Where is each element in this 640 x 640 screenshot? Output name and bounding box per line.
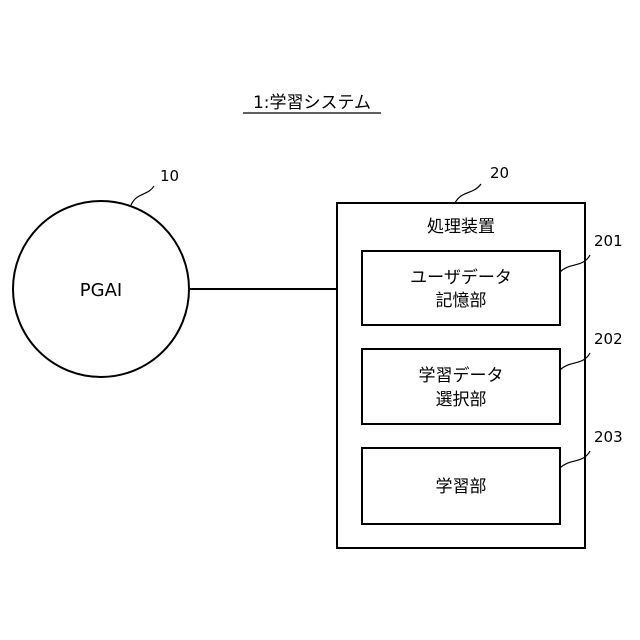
module-ref-number: 201 [594,232,623,250]
module-label-line: 記憶部 [436,291,487,311]
figure-title: 1:学習システム [253,93,371,113]
pgai-ref-leader [131,186,154,205]
module-box-user-data-storage [362,251,560,325]
pgai-label: PGAI [80,280,122,301]
module-box-training-data-selection [362,349,560,424]
processing-device-label: 処理装置 [427,217,495,237]
pgai-ref-number: 10 [160,167,179,185]
module-label-line: 選択部 [436,390,487,410]
device-ref-leader [455,184,481,203]
module-ref-number: 203 [594,428,623,446]
module-ref-number: 202 [594,330,623,348]
device-ref-number: 20 [490,164,509,182]
module-label-line: ユーザデータ [410,267,512,288]
module-label-line: 学習データ [419,365,504,386]
module-label-line: 学習部 [436,477,487,497]
